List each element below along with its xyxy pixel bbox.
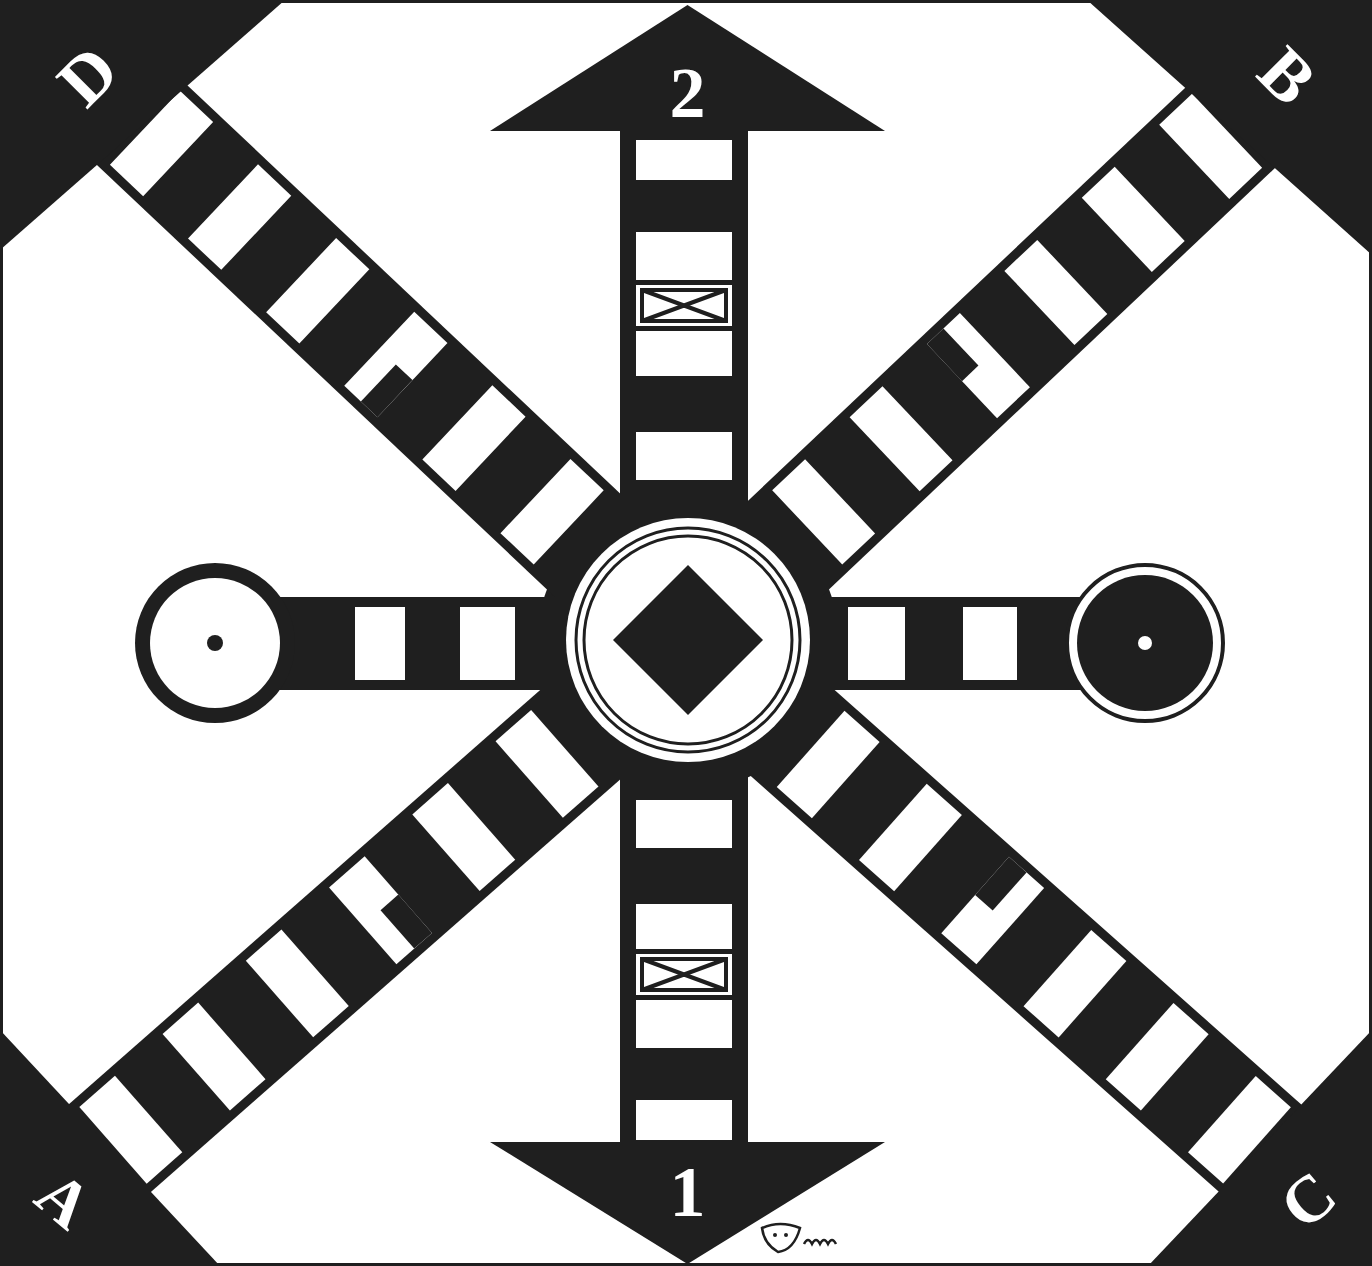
home-circle (1067, 565, 1223, 721)
track-cell (941, 857, 1044, 964)
home-circle (135, 563, 295, 723)
mark-head (762, 1224, 800, 1252)
safe-cross (642, 290, 726, 321)
track-cell (777, 711, 880, 818)
track-cell (344, 312, 447, 418)
track-cell (636, 800, 732, 848)
centre-ring (576, 528, 800, 752)
cell-marker (927, 329, 978, 382)
safe-cell (642, 290, 726, 321)
arrow-head: 1 (490, 1142, 885, 1264)
corner-triangle: D (0, 0, 285, 250)
track-cell (636, 432, 732, 480)
track-cell (1106, 1003, 1209, 1110)
track-cell (927, 313, 1030, 418)
corner-triangle-outline (0, 0, 285, 250)
track-cell (636, 232, 732, 280)
track-cell (848, 607, 905, 680)
home-dot (207, 635, 223, 651)
track-cell (850, 386, 953, 491)
track-cell (1024, 930, 1127, 1037)
centre-ring (584, 536, 792, 744)
corner-triangle: C (1148, 1030, 1372, 1266)
track-cell (460, 607, 515, 680)
corner-triangle-outline (0, 1030, 220, 1266)
centre-ring (566, 518, 810, 762)
corner-triangle-fill (1148, 1030, 1372, 1266)
track-cell (355, 607, 405, 680)
track-cell (422, 385, 525, 491)
track-cell (266, 238, 369, 344)
arrow-head: 2 (490, 5, 885, 131)
arrow-head-fill (490, 5, 885, 131)
player-number: 2 (670, 57, 706, 129)
track-cell (636, 140, 732, 180)
corner-triangle-fill (1087, 0, 1372, 255)
track-cell (636, 1000, 732, 1048)
corner-triangle-fill (0, 0, 285, 250)
track-cell (246, 929, 349, 1037)
mark-tail (804, 1240, 836, 1244)
track-cell (636, 1100, 732, 1140)
corner-triangle-outline (1087, 0, 1372, 255)
cell-marker (975, 857, 1026, 911)
corner-triangle: A (0, 1030, 220, 1266)
track-cell (500, 459, 603, 565)
track-cell (636, 331, 732, 376)
safe-cell (642, 959, 726, 990)
corner-triangle: B (1087, 0, 1372, 255)
arrow-head-fill (490, 1142, 885, 1264)
track-cell (496, 710, 599, 818)
home-circle (1077, 575, 1213, 711)
track-cell (636, 904, 732, 949)
home-circle (150, 578, 280, 708)
artist-mark (762, 1224, 836, 1252)
track-cell (329, 856, 432, 964)
corner-triangle-outline (1148, 1030, 1372, 1266)
track-cell (1004, 240, 1107, 345)
home-dot (1138, 636, 1152, 650)
mark-eye (773, 1233, 777, 1237)
track-cell (636, 285, 732, 326)
track-cell (412, 783, 515, 891)
track-cell (636, 954, 732, 995)
mark-eye (784, 1233, 788, 1237)
track-cell (188, 164, 291, 270)
track-cell (163, 1003, 266, 1111)
cell-marker (361, 364, 413, 417)
safe-cross (642, 959, 726, 990)
cell-marker (381, 895, 432, 949)
track-cell (963, 607, 1017, 680)
track-cell (772, 459, 875, 564)
track-cell (859, 784, 962, 891)
track-cell (1082, 167, 1185, 272)
corner-triangle-fill (0, 1030, 220, 1266)
centre-diamond (613, 565, 763, 715)
player-number: 1 (670, 1156, 706, 1228)
